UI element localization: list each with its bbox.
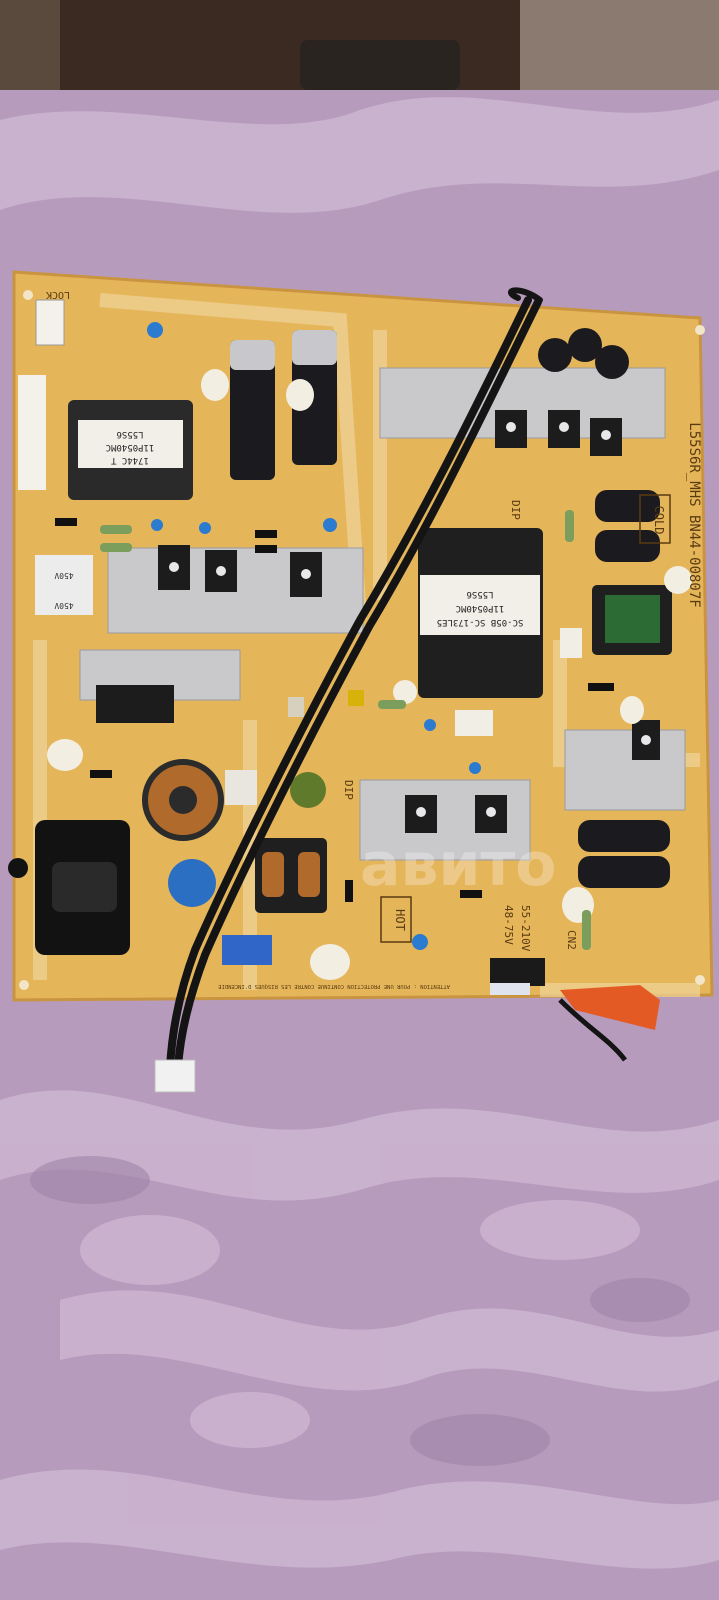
board-sticker: [18, 375, 46, 490]
ribbon-cable: [166, 287, 543, 1072]
relay: [225, 770, 257, 805]
voltage-label-1: 48-75V: [502, 905, 515, 945]
orange-connector: [560, 985, 660, 1030]
capacitor-pair: [230, 330, 337, 480]
svg-text:SC-05B SC-173LE5: SC-05B SC-173LE5: [437, 617, 524, 627]
voltage-label-2: 55-210V: [519, 905, 532, 952]
lock-tab: [35, 299, 65, 346]
cloth-pattern: [0, 97, 719, 1569]
hot-label: HOT: [393, 909, 407, 931]
model-label: L55S6R_MHS BN44-00807F: [686, 422, 702, 607]
cold-label: COLD: [652, 506, 666, 535]
bottom-warning: ATTENTION : POUR UNE PROTECTION CONTINUE…: [218, 983, 450, 989]
varistor-green: [290, 772, 326, 808]
cn-label: CN2: [565, 930, 578, 950]
capacitor-bank-right: [538, 328, 670, 888]
svg-text:L55S6: L55S6: [116, 429, 143, 439]
main-transformer: L55S6 11P0540MC SC-05B SC-173LE5: [418, 528, 543, 698]
svg-text:450V: 450V: [54, 601, 73, 610]
svg-text:11P0540MC: 11P0540MC: [456, 603, 505, 613]
heatsink-right: [564, 729, 686, 811]
svg-text:L55S6: L55S6: [466, 589, 493, 599]
watermark: авито: [360, 830, 557, 900]
svg-text:1744C T: 1744C T: [110, 455, 149, 465]
x-capacitor: [222, 935, 272, 965]
varistor-blue: [168, 859, 216, 907]
dip-label-2: DIP: [342, 780, 355, 800]
output-connector: [490, 958, 545, 986]
svg-text:11P0540MC: 11P0540MC: [106, 442, 155, 452]
svg-text:450V: 450V: [54, 571, 73, 580]
transistors: [96, 410, 660, 833]
lock-label: LOCK: [46, 289, 70, 300]
dip-label: DIP: [509, 500, 522, 520]
cable-plug: [154, 1059, 196, 1093]
